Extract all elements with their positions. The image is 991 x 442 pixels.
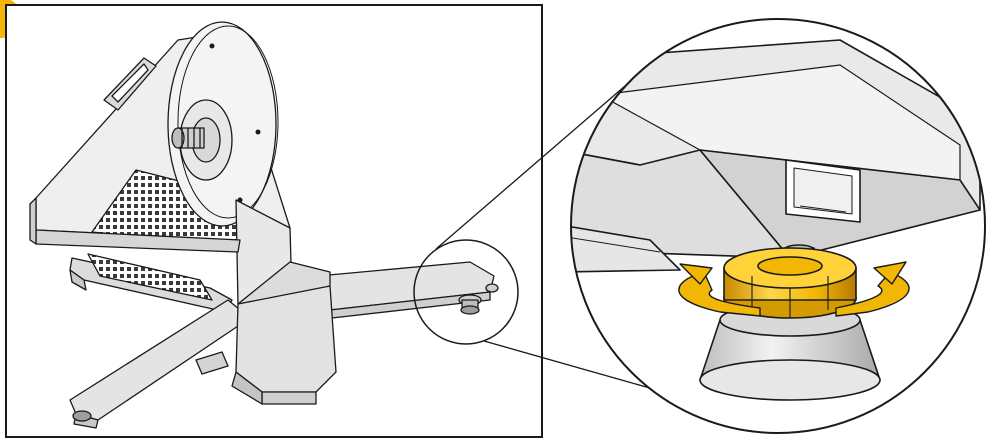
zoom-connector-top	[435, 85, 626, 250]
trainer-base	[235, 285, 337, 393]
cassette-hub	[171, 127, 205, 149]
leveling-foot-front	[72, 410, 92, 422]
zoom-detail	[570, 18, 986, 434]
adjuster-nut	[723, 247, 857, 319]
zoom-source-ring	[413, 239, 519, 345]
rotate-arrows-icon	[678, 261, 910, 317]
zoom-detail-ring	[570, 18, 986, 434]
leveling-foot-right	[460, 305, 480, 315]
trainer-illustration	[29, 21, 499, 429]
